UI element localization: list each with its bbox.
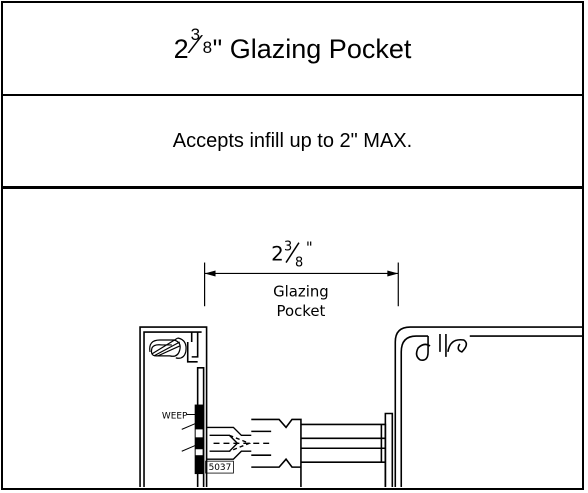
subtitle-row: Accepts infill up to 2" MAX. <box>3 96 582 189</box>
gasket-gap-2 <box>195 449 203 456</box>
part-number-box <box>205 460 234 474</box>
section-drawing: 2 3 8 " Glazing Pocket WEEP <box>139 239 582 487</box>
title-whole: 2 <box>173 34 189 64</box>
dimension-label-line1: Glazing <box>273 282 329 300</box>
title-denominator: 8 <box>202 38 213 57</box>
title-fraction: 3 ⁄ 8 <box>190 25 213 59</box>
part-number-label: 5037 <box>209 463 232 473</box>
right-extrusion <box>384 326 582 487</box>
page-title: 2 3 ⁄ 8 " Glazing Pocket <box>173 25 412 65</box>
arrow-right-icon <box>387 270 399 277</box>
gasket-gap-1 <box>195 429 203 438</box>
weep-callout: WEEP <box>162 411 188 421</box>
glazing-gasket <box>194 404 204 475</box>
title-rest: " Glazing Pocket <box>212 34 412 64</box>
title-numerator: 3 <box>190 25 201 44</box>
weep-tick-2 <box>181 444 196 452</box>
dimension-slash <box>285 242 300 263</box>
dimension-numerator: 3 <box>284 240 292 255</box>
dimension-label-line2: Pocket <box>277 302 326 320</box>
pressure-plate <box>206 426 272 460</box>
dimension-whole: 2 <box>271 243 284 266</box>
arrow-left-icon <box>204 270 216 277</box>
title-row: 2 3 ⁄ 8 " Glazing Pocket <box>3 3 582 96</box>
dimension-mark: " <box>306 239 313 257</box>
gasket-icon <box>149 337 187 359</box>
infill-note: Accepts infill up to 2" MAX. <box>172 129 413 152</box>
dimension-denominator: 8 <box>295 256 303 271</box>
weep-tick-1 <box>181 422 196 430</box>
mullion-tube <box>251 418 387 487</box>
